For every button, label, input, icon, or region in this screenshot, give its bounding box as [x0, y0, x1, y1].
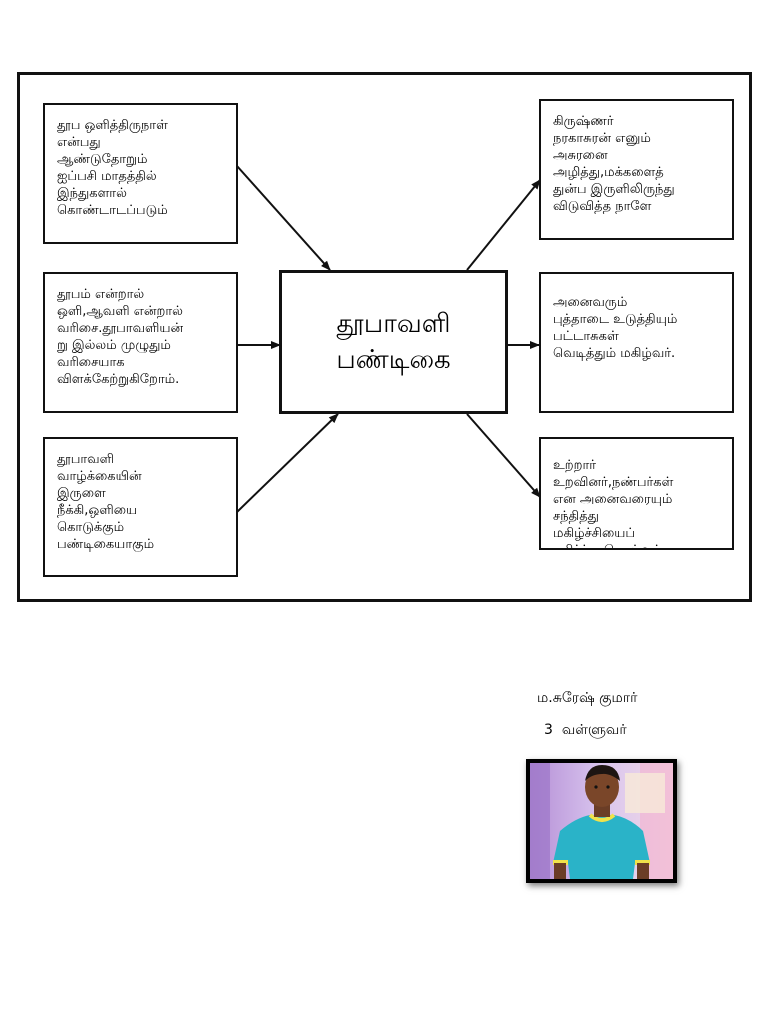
text-line: வாழ்க்கையின் [57, 469, 142, 484]
left-box-meaning: தூப ஒளித்திருநாள் என்பது ஆண்டுதோறும் ஐப்… [43, 103, 238, 244]
text-line: உறவினர்,நண்பர்கள் [553, 475, 674, 490]
text-line: வரிசை.தூபாவளியன் [57, 321, 184, 336]
text-line: என அனைவரையும் [553, 492, 673, 507]
text-line: பட்டாசுகள் [553, 329, 619, 344]
class-number: 3 [544, 722, 553, 738]
text-line: பண்டிகையாகும் [57, 537, 155, 552]
text-line: பகிர்ந்து கொள்வர் [553, 542, 724, 548]
right-box-krishna: கிருஷ்ணர் நரகாசுரன் எனும் அசுரனை அழித்து… [539, 99, 734, 240]
text-line: கிருஷ்ணர் [553, 114, 614, 129]
text-line: அசுரனை [553, 148, 608, 163]
author-class: 3 வள்ளுவர் [544, 722, 627, 740]
text-line: கொண்டாடப்படும் [57, 203, 168, 218]
text-line: ஐப்பசி மாதத்தில் [57, 169, 157, 184]
text-line: நீக்கி,ஒளியை [57, 503, 138, 518]
text-line: புத்தாடை உடுத்தியும் [553, 312, 678, 327]
arrow-bottom-right [466, 413, 541, 498]
arrow-bottom-left [236, 413, 339, 513]
text-line: கொடுக்கும் [57, 520, 125, 535]
text-line: வரிசையாக [57, 355, 125, 370]
text-line: அனைவரும் [553, 295, 628, 310]
text-line: தூபம் என்றால் [57, 287, 145, 302]
text-line: துன்ப இருளிலிருந்து [553, 182, 675, 197]
text-line: தூப ஒளித்திருநாள் [57, 118, 168, 133]
class-name: வள்ளுவர் [561, 722, 627, 738]
text-line: அழித்து,மக்களைத் [553, 165, 664, 180]
text-line: சந்தித்து [553, 509, 599, 524]
text-line: என்பது [57, 135, 101, 150]
text-line: உற்றார் [553, 458, 597, 473]
text-line: விடுவித்த நாளே [553, 199, 652, 214]
text-line: மகிழ்ச்சியைப் [553, 526, 636, 541]
center-title-box: தூபாவளி பண்டிகை [279, 270, 508, 414]
student-photo [526, 759, 677, 883]
arrow-top-right [466, 179, 541, 271]
text-line: று இல்லம் முழுதும் [57, 338, 171, 353]
right-box-celebration: அனைவரும் புத்தாடை உடுத்தியும் பட்டாசுகள்… [539, 272, 734, 413]
text-line: வெடித்தும் மகிழ்வர். [553, 346, 676, 361]
center-title-line-2: பண்டிகை [336, 345, 451, 375]
text-line: நரகாசுரன் எனும் [553, 131, 651, 146]
left-box-lights: தூபம் என்றால் ஒளி,ஆவளி என்றால் வரிசை.தூப… [43, 272, 238, 413]
text-line: இந்துகளால் [57, 186, 127, 201]
text-line: ஆண்டுதோறும் [57, 152, 148, 167]
text-line: தூபாவளி [57, 452, 114, 467]
arrow-top-left [236, 165, 331, 271]
author-name: ம.சுரேஷ் குமார் [537, 690, 638, 706]
text-line: ஒளி,ஆவளி என்றால் [57, 304, 183, 319]
center-title-line-1: தூபாவளி [336, 309, 451, 339]
student-portrait-image [530, 763, 673, 879]
left-box-darkness: தூபாவளி வாழ்க்கையின் இருளை நீக்கி,ஒளியை … [43, 437, 238, 577]
text-line: விளக்கேற்றுகிறோம். [57, 372, 180, 387]
right-box-relatives: உற்றார் உறவினர்,நண்பர்கள் என அனைவரையும் … [539, 437, 734, 550]
text-line: இருளை [57, 486, 106, 501]
